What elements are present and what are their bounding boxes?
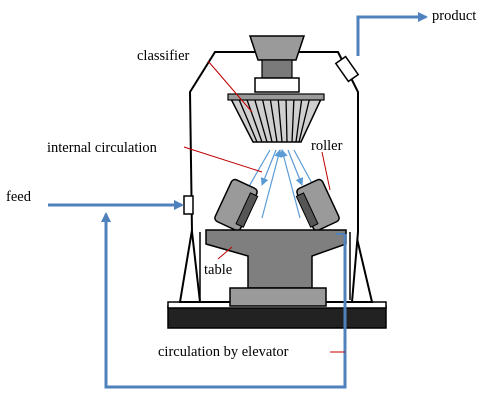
leader-roller [321,151,331,191]
left-roller [214,178,259,232]
right-roller [295,178,340,232]
classifier-neck [261,59,293,79]
product-arrow [356,12,428,56]
label-roller: roller [311,138,343,154]
base-plate [167,305,387,329]
table-base [229,287,327,307]
label-table: table [204,262,232,278]
label-classifier: classifier [137,48,190,64]
leader-internal-circulation [183,146,263,173]
label-circulation-by-elevator: circulation by elevator [158,344,289,360]
label-feed: feed [6,189,32,205]
elevator-circulation-arrow [101,212,347,389]
product-outlet [334,55,360,83]
feed-inlet [183,195,194,215]
classifier-vanes [237,96,311,143]
classifier-cone [248,35,306,61]
label-internal-circulation: internal circulation [47,140,158,156]
classifier-hub [254,77,300,93]
leader-lines [183,60,345,353]
classifier-rim [227,93,325,101]
leader-table [217,246,233,260]
leader-classifier [207,60,253,113]
label-product: product [432,8,476,24]
